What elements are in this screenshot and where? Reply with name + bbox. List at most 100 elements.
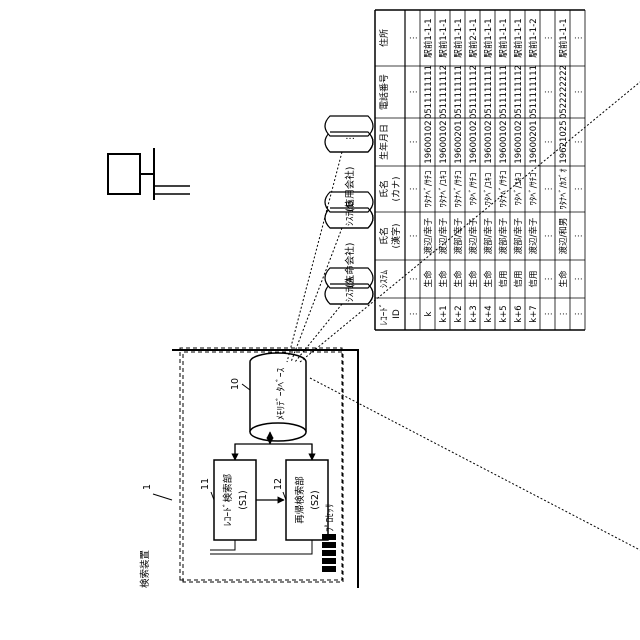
table-cell: k+7 [529,305,539,322]
table-cell: 生命 [483,270,494,288]
re-search-box [286,460,328,540]
table-cell: k+2 [454,305,464,322]
table-cell: 0511111112 [469,65,479,119]
table-cell: ⋮ [409,138,419,147]
column-header: 氏名 [378,227,390,245]
table-cell: 渡部/幸子 [483,217,494,254]
table-cell: 0511111111 [484,65,494,119]
table-cell: 19600102 [439,120,449,163]
data-table: ﾚｺｰﾄﾞIDｼｽﾃﾑ氏名(漢字)氏名(カナ)生年月日電話番号住所⋮⋮⋮⋮⋮⋮⋮… [375,10,585,330]
column-header: 電話番号 [378,74,390,110]
system-more: ⋮ [325,116,373,152]
table-cell: 渡部/幸子 [498,217,509,254]
table-cell: 0511111111 [529,65,539,119]
table-cell: 信用 [498,270,509,287]
table-cell: 駅前1-1-1 [438,18,449,57]
table-cell: ⋮ [409,275,419,284]
table-cell: ⋮ [544,138,554,147]
table-cell: 生命 [558,270,569,288]
table-cell: ﾜﾀﾍﾞ/ｻﾁｺ [469,173,479,206]
table-cell: ⋮ [409,34,419,43]
re-search-ref: 12 [273,478,284,490]
monitor-screen [108,154,140,194]
table-cell: ⋮ [409,88,419,97]
table-cell: ⋮ [559,310,569,319]
table-cell: ⋮ [544,185,554,194]
table-cell: 信用 [528,270,539,287]
table-cell: 駅前1-1-1 [558,18,569,57]
table-cell: ⋮ [574,310,584,319]
db-end-right [250,353,306,362]
table-cell: ﾜﾀﾅﾍﾞ/ｻﾁｺ [454,171,464,208]
table-cell: ﾜﾀﾅﾍﾞ/ｻﾁｺ [499,171,509,208]
column-header-sub: (漢字) [390,223,402,248]
device-ref-leader [153,494,172,500]
table-cell: ⋮ [544,275,554,284]
system-more-label: ⋮ [345,134,356,144]
table-cell: ⋮ [544,34,554,43]
record-search-label: ﾚｺｰﾄﾞ検索部 [222,474,234,526]
table-cell: ﾜﾀﾍﾞ/ﾕｷｺ [484,173,494,206]
table-cell: ⋮ [574,232,584,241]
re-search-label: 再帰検索部 [294,476,306,524]
table-cell: 0511111111 [424,65,434,119]
table-cell: ⋮ [574,138,584,147]
table-cell: ⋮ [574,185,584,194]
table-cell: 19600102 [469,120,479,163]
table-cell: ⋮ [409,185,419,194]
s1-output-line [210,540,235,550]
table-cell: ⋮ [574,34,584,43]
table-cell: ⋮ [544,88,554,97]
table-cell: k+6 [514,305,524,322]
table-cell: 19600102 [484,120,494,163]
table-cell: ﾜﾀﾍﾞ/ﾕｷｺ [514,173,524,206]
table-cell: 0511111112 [514,65,524,119]
column-header: ｼｽﾃﾑ [379,270,390,289]
processor-chip-1 [322,566,336,572]
table-cell: 19600102 [514,120,524,163]
table-cell: 0511111112 [439,65,449,119]
table-cell: ﾜﾀﾅﾍﾞ/ﾕｷｺ [439,171,449,208]
table-cell: 渡辺/幸子 [468,217,479,254]
table-cell: 渡辺/幸子 [423,217,434,254]
table-cell: 19600102 [424,120,434,163]
record-search-box [214,460,256,540]
system-links [287,152,342,362]
table-cell: k+5 [499,305,509,322]
db-label: ﾒﾓﾘﾃﾞｰﾀﾍﾞｰｽ [276,367,287,420]
table-cell: 駅前1-1-1 [483,18,494,57]
table-cell: 駅前2-1-1 [468,18,479,57]
table-cell: 0511111111 [454,65,464,119]
table-cell: 19600201 [454,120,464,163]
table-cell: 19600201 [529,120,539,163]
column-header-sub: (カナ) [391,176,402,201]
record-search-code: (S1) [238,490,249,510]
table-cell: ⋮ [409,232,419,241]
table-cell: 生命 [423,270,434,288]
processor-chip-2 [322,558,336,564]
system-a: ｼｽﾃﾑA (生命会社) [325,243,373,304]
column-header: ﾚｺｰﾄﾞ [379,303,390,326]
table-cell: 生命 [468,270,479,288]
table-cell: ﾜﾀﾍﾞ/ｻﾁｺ [529,173,539,206]
device-label: 検索装置 [139,550,151,588]
processor-chip-3 [322,550,336,556]
monitor-icon [108,148,190,200]
table-cell: ⋮ [544,232,554,241]
table-cell: k+3 [469,305,479,322]
table-cell: 駅前1-1-1 [498,18,509,57]
table-cell: 駅前1-1-2 [528,18,539,57]
table-cell: 渡辺/幸子 [528,217,539,254]
table-cell: 渡辺/幸子 [438,217,449,254]
table-cell: 駅前1-1-1 [513,18,524,57]
link-system-more [287,152,342,362]
external-systems: ｼｽﾃﾑA (生命会社) ｼｽﾃﾑB (信用会社) ⋮ [325,116,373,304]
table-cell: 0511111111 [499,65,509,119]
table-cell: ﾜﾀﾅﾍﾞ/ｻﾁｺ [424,171,434,208]
processor-label: ﾌﾟﾛｾｯｻ [325,503,336,532]
table-cell: ﾜﾀﾅﾍﾞ/ｶｽﾞｵ [559,168,569,210]
table-cell: ⋮ [574,88,584,97]
s2-output-line [210,540,312,554]
